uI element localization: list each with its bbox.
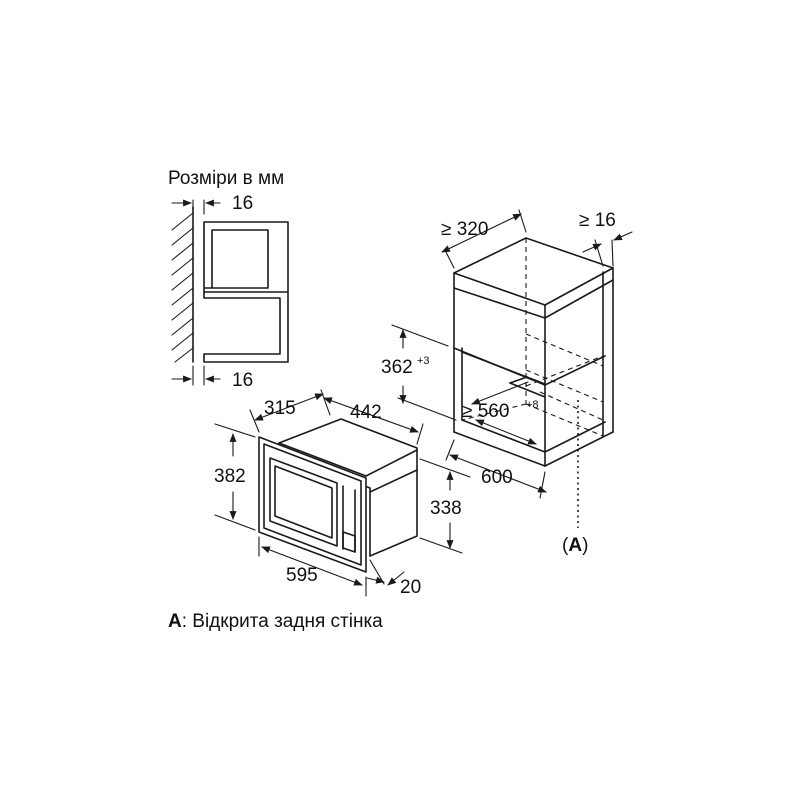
callout-letter: A [568, 535, 582, 556]
dim-label-niche-depth: ≥ 320 [441, 219, 488, 240]
dim-label-oven-body-width: 442 [350, 402, 382, 423]
callout-paren-open: ( [562, 535, 569, 556]
dim-oven-body-height: 338 [419, 458, 471, 554]
dim-label-oven-front-width: 595 [286, 565, 318, 586]
dim-rear-gap: ≥ 16 [579, 210, 633, 267]
dim-label-oven-body-height: 338 [430, 498, 462, 519]
dim-label-cabinet-width: 600 [481, 467, 513, 488]
dim-tolerance-niche-height: +3 [417, 355, 430, 367]
dim-wall-gap-bottom: 16 [171, 365, 253, 391]
dim-label-oven-front-height: 382 [214, 466, 246, 487]
dim-niche-width: ≥ 560 +8 [461, 381, 539, 445]
dim-label-rear-gap: ≥ 16 [579, 210, 616, 231]
dim-oven-front-width: 595 [258, 536, 367, 597]
dim-label-niche-width: ≥ 560 [462, 401, 509, 422]
dim-frame-thickness: 20 [366, 559, 421, 598]
dim-label-niche-height: 362 [381, 357, 413, 378]
microwave-oven [258, 418, 418, 573]
dim-niche-depth: ≥ 320 [441, 209, 527, 269]
shelf-profile [203, 221, 289, 363]
dim-label-16-bottom: 16 [232, 370, 253, 391]
dim-label-16-top: 16 [232, 193, 253, 214]
dim-oven-body-width: 442 [323, 397, 424, 445]
legend-text: : Відкрита задня стінка [182, 611, 383, 632]
callout-open-back: (A) [562, 535, 588, 556]
dim-oven-front-height: 382 [214, 423, 256, 531]
dim-wall-gap-top: 16 [171, 193, 253, 215]
title-label: Розміри в мм [168, 168, 284, 189]
dim-label-oven-depth: 315 [264, 398, 296, 419]
dim-tolerance-niche-width: +8 [526, 399, 539, 411]
legend-line: A: Відкрита задня стінка [168, 611, 383, 632]
dim-cabinet-width: 600 [445, 439, 547, 499]
legend-key: A [168, 611, 182, 632]
legend: A: Відкрита задня стінка [168, 611, 383, 632]
callout-label: (A) [562, 535, 588, 556]
callout-paren-close: ) [582, 535, 588, 556]
side-view: 16 16 [171, 193, 289, 391]
dim-niche-height: 362 +3 [381, 324, 457, 421]
wall-hatching [171, 206, 194, 363]
dim-label-frame-thickness: 20 [400, 577, 421, 598]
dim-oven-depth: 315 [249, 389, 331, 433]
cabinet-niche [453, 237, 614, 528]
